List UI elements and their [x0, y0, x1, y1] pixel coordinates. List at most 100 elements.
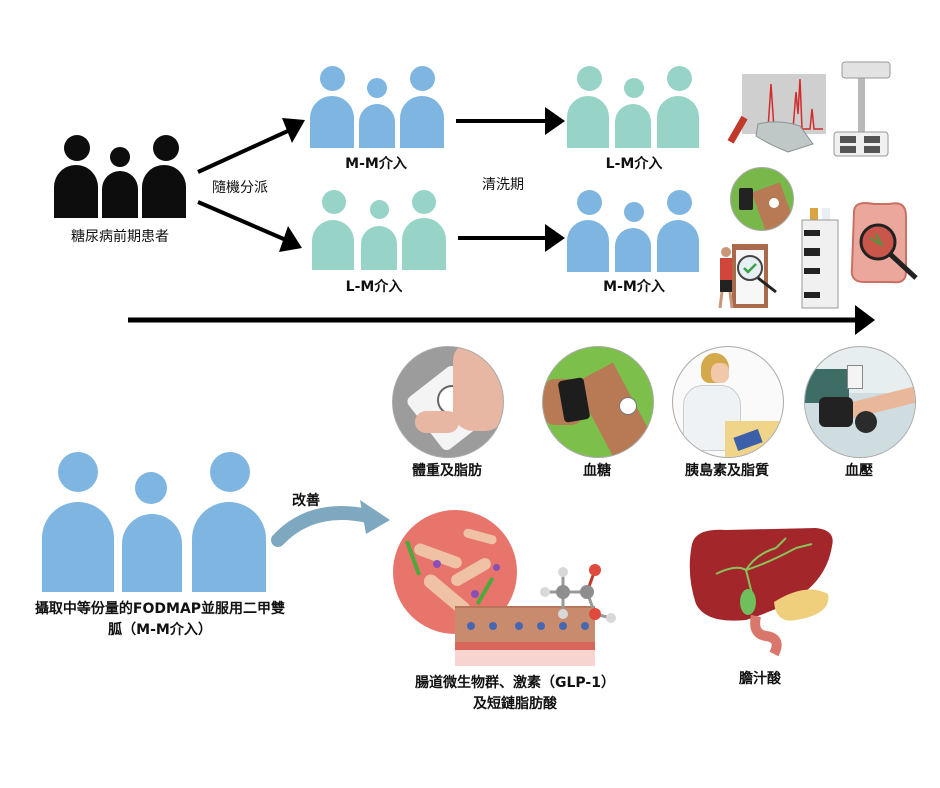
washout-label: 清洗期	[482, 177, 524, 193]
arm1-first-label: M-M介入	[345, 156, 407, 172]
phone	[739, 188, 753, 210]
randomization-label: 隨機分派	[212, 180, 268, 196]
person-body	[359, 104, 395, 148]
person-head	[624, 78, 644, 98]
arm2-first-label: L-M介入	[345, 279, 403, 295]
lamina	[455, 650, 595, 666]
person-head	[210, 452, 250, 492]
gut-label-line1: 腸道微生物群、激素（GLP-1）	[415, 675, 615, 691]
person-body	[615, 228, 651, 272]
outcome-label-blood-pressure: 血壓	[845, 463, 873, 479]
person-head	[64, 135, 90, 161]
glucose-monitor-icon	[730, 167, 794, 231]
gut-microbiome-illustration	[393, 510, 643, 670]
outcome-label-blood-glucose: 血糖	[583, 463, 611, 479]
body-composition-scale-icon	[832, 61, 891, 162]
microbe-dot	[493, 564, 500, 571]
person-body	[361, 226, 397, 270]
mm-group-label-line2: 胍（M-M介入）	[108, 622, 212, 638]
outcome-label-insulin-lipids: 胰島素及脂質	[685, 463, 769, 479]
cell-nucleus	[489, 622, 497, 630]
sensor	[769, 198, 779, 208]
person-head	[410, 66, 435, 91]
cell-nucleus	[515, 622, 523, 630]
person-body	[402, 218, 446, 270]
person-body	[310, 96, 354, 148]
arrow-down-line	[197, 200, 287, 242]
person-head	[624, 202, 644, 222]
arm1-second-label: L-M介入	[605, 156, 663, 172]
person-body	[567, 220, 609, 272]
arrow-down-head	[279, 226, 302, 252]
lab-technician-icon	[672, 346, 784, 458]
washout-arrow-bottom-head	[545, 224, 565, 252]
person-head	[58, 452, 98, 492]
submucosa	[455, 642, 595, 650]
cuff	[819, 397, 853, 427]
population-group-icon	[52, 135, 187, 218]
arm2-second-label: M-M介入	[603, 279, 665, 295]
sensor	[619, 397, 637, 415]
person-head	[367, 78, 387, 98]
cell-nucleus	[559, 622, 567, 630]
person-head	[320, 66, 345, 91]
foot	[453, 347, 503, 431]
medicine-bottle	[847, 365, 863, 389]
cell-nucleus	[537, 622, 545, 630]
person-body	[102, 171, 138, 218]
person-body	[192, 502, 266, 592]
person-body	[142, 165, 186, 218]
washout-arrow-top-head	[545, 107, 565, 135]
person-body	[657, 220, 699, 272]
arrow-up-line	[197, 128, 291, 174]
person-body	[400, 96, 444, 148]
bile-acid-label: 膽汁酸	[739, 671, 781, 687]
mm-intervention-group-icon	[42, 452, 266, 592]
mm-group-label-line1: 攝取中等份量的FODMAP並服用二甲雙	[34, 601, 286, 617]
gut-label-line2: 及短鏈脂肪酸	[473, 696, 557, 712]
arrow-up-head	[282, 118, 305, 143]
person-body	[615, 104, 651, 148]
arm2-second-group-icon	[567, 190, 701, 272]
green-filament	[475, 577, 495, 605]
person-head	[153, 135, 179, 161]
blood-pressure-cuff-icon	[804, 346, 916, 458]
person-head	[577, 66, 602, 91]
person-head	[577, 190, 602, 215]
foot	[415, 411, 459, 433]
gut-microbiome-magnifier-icon	[844, 192, 918, 298]
intestinal-epithelium	[455, 606, 595, 644]
questionnaire-checklist-icon	[716, 238, 788, 312]
person-body	[657, 96, 699, 148]
timeline-arrow-head	[855, 305, 875, 335]
improve-arrow-icon	[271, 500, 390, 547]
person-body	[54, 165, 98, 218]
scfa-molecule-icon	[540, 564, 616, 623]
microbe-dot	[471, 590, 479, 598]
person-body	[567, 96, 609, 148]
glucose-sensor-icon	[542, 346, 654, 458]
hplc-instrument-icon	[800, 208, 840, 310]
person-body	[312, 220, 354, 270]
arm1-second-group-icon	[567, 66, 701, 148]
arm1-first-group-icon	[310, 66, 446, 148]
cell-nucleus	[581, 622, 589, 630]
person-head	[412, 190, 436, 214]
outcome-label-weight-fat: 體重及脂肪	[412, 463, 482, 479]
microbe-dot	[433, 560, 441, 568]
person-head	[110, 147, 130, 167]
improve-label: 改善	[292, 493, 320, 509]
person-head	[135, 472, 167, 504]
face	[711, 363, 729, 383]
person-head	[370, 200, 389, 219]
person-body	[42, 502, 114, 592]
arm2-first-group-icon	[312, 190, 448, 270]
person-head	[667, 190, 692, 215]
person-head	[667, 66, 692, 91]
weighing-scale-icon	[392, 346, 504, 458]
person-body	[122, 514, 182, 592]
person-head	[322, 190, 346, 214]
cell-nucleus	[467, 622, 475, 630]
blood-test-chromatogram-icon	[727, 74, 828, 153]
